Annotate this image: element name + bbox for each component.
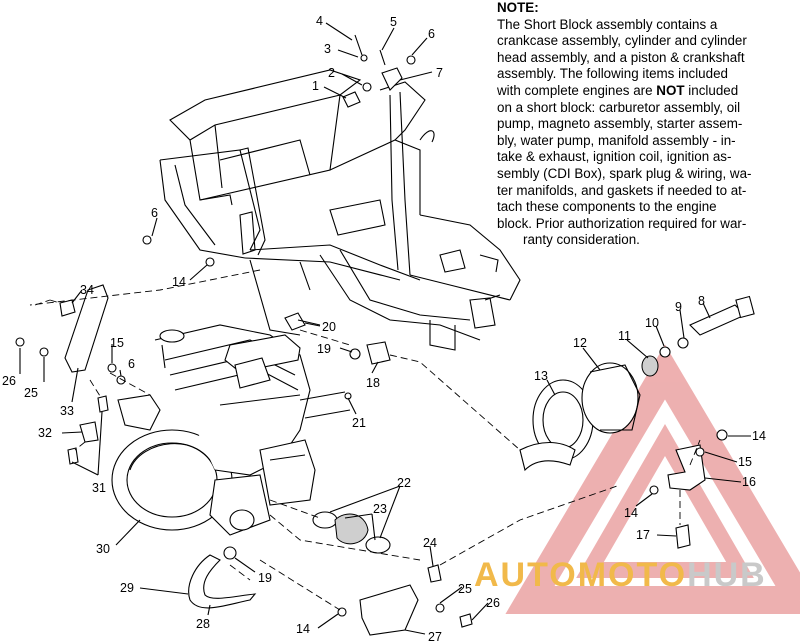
callout-12: 12	[573, 336, 587, 350]
callout-15: 15	[110, 336, 124, 350]
callout-14-right: 14	[752, 429, 766, 443]
callout-25-lower: 25	[458, 582, 472, 596]
callout-23: 23	[373, 502, 387, 516]
callout-6: 6	[428, 27, 435, 41]
callout-18: 18	[366, 376, 380, 390]
washer-part	[205, 257, 215, 267]
watermark-triangle-logo	[505, 344, 800, 614]
callout-2: 2	[328, 66, 335, 80]
callout-20: 20	[322, 320, 336, 334]
note-line: block. Prior authorization required for …	[497, 215, 747, 231]
callout-labels: 4 5 3 6 2 7 1 6 14 34 15 6 26 25 33 20 1…	[2, 14, 766, 644]
note-title: NOTE:	[497, 0, 539, 15]
coolant-hose	[188, 546, 257, 609]
note-line: ranty consideration.	[523, 232, 640, 248]
callout-24: 24	[423, 536, 437, 550]
note-line: tach these components to the engine	[497, 199, 717, 215]
note-line: take & exhaust, ignition coil, ignition …	[497, 149, 732, 165]
callout-34: 34	[80, 283, 94, 297]
callout-11: 11	[618, 329, 631, 343]
note-line: assembly. The following items included	[497, 66, 728, 82]
washer-part	[142, 235, 152, 245]
right-bracket	[649, 429, 728, 549]
leader-lines	[19, 22, 751, 635]
spark-plug-part	[284, 312, 321, 331]
callout-5: 5	[390, 15, 397, 29]
callout-29: 29	[120, 581, 134, 595]
callout-22: 22	[397, 476, 411, 490]
callout-9: 9	[675, 300, 682, 314]
callout-19-lower: 19	[258, 571, 272, 585]
alignment-dashes	[29, 269, 701, 611]
callout-27: 27	[428, 630, 442, 644]
note-line: ter manifolds, and gaskets if needed to …	[497, 182, 747, 198]
watermark-part-2: HUB	[687, 556, 767, 594]
watermark-logo-text: AUTOMOTOHUB	[474, 556, 767, 595]
callout-30: 30	[96, 542, 110, 556]
callout-17: 17	[636, 528, 650, 542]
note-line: pump, magneto assembly, starter assem-	[497, 116, 743, 132]
callout-14-bracket: 14	[624, 506, 638, 520]
callout-32: 32	[38, 426, 52, 440]
callout-6-frame: 6	[151, 206, 158, 220]
callout-3: 3	[324, 42, 331, 56]
callout-14-frame: 14	[172, 275, 186, 289]
lower-bracket	[337, 564, 473, 636]
callout-33: 33	[60, 404, 74, 418]
callout-31: 31	[92, 481, 106, 495]
callout-10: 10	[645, 316, 659, 330]
callout-26-lower: 26	[486, 596, 500, 610]
note-line-emphasis: with complete engines are NOT included	[497, 82, 739, 98]
hose-upper-parts	[349, 341, 391, 365]
callout-16: 16	[742, 475, 756, 489]
callout-26: 26	[2, 374, 16, 388]
callout-15-right: 15	[738, 455, 752, 469]
intake-boots	[312, 511, 391, 554]
short-block-note: NOTE: The Short Block assembly contains …	[497, 0, 799, 249]
callout-1: 1	[312, 79, 319, 93]
watermark-part-1: AUTOMOTO	[474, 556, 688, 594]
note-line: head assembly, and a piston & crankshaft	[497, 49, 745, 65]
frame-chassis	[159, 69, 521, 351]
note-line: The Short Block assembly contains a	[497, 16, 718, 32]
callout-21: 21	[352, 416, 366, 430]
callout-14-lower: 14	[296, 622, 310, 636]
top-mount-hardware	[342, 34, 416, 108]
engine-assembly	[111, 324, 352, 536]
callout-13: 13	[534, 369, 548, 383]
left-mount-parts	[15, 284, 126, 465]
note-line: sembly (CDI Box), spark plug & wiring, w…	[497, 165, 752, 181]
note-line: on a short block: carburetor assembly, o…	[497, 99, 741, 115]
callout-28: 28	[196, 617, 210, 631]
callout-25: 25	[24, 386, 38, 400]
note-emphasis-not: NOT	[656, 82, 685, 98]
callout-7: 7	[436, 66, 443, 80]
callout-4: 4	[316, 14, 323, 28]
callout-19: 19	[317, 342, 331, 356]
drive-clutch-assembly	[519, 295, 755, 472]
callout-6-left: 6	[128, 357, 135, 371]
callout-8: 8	[698, 294, 705, 308]
note-line: crankcase assembly, cylinder and cylinde…	[497, 33, 747, 49]
note-line: bly, water pump, manifold assembly - in-	[497, 132, 736, 148]
